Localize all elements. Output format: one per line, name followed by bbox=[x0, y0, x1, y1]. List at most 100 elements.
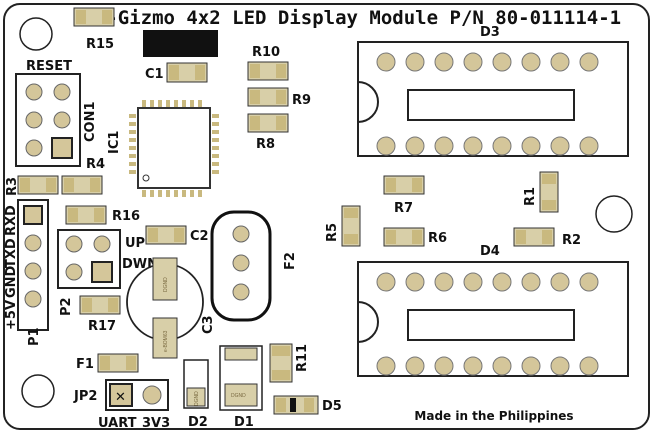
jp2-label: JP2 bbox=[73, 389, 97, 404]
c3-label: C3 bbox=[201, 315, 216, 334]
r4-pad bbox=[64, 178, 74, 192]
f1-pad bbox=[126, 356, 136, 370]
ic1-pins bbox=[129, 100, 219, 197]
f1-label: F1 bbox=[76, 357, 94, 372]
d2-label: D2 bbox=[188, 415, 208, 430]
f2-outline bbox=[210, 210, 272, 322]
f1-pad bbox=[100, 356, 110, 370]
mounting-hole bbox=[595, 195, 633, 233]
jp2-outline bbox=[105, 379, 169, 411]
ic1-label: IC1 bbox=[107, 131, 122, 154]
r15-pad bbox=[102, 10, 112, 24]
con1-pad bbox=[25, 111, 43, 129]
reset-label: RESET bbox=[26, 59, 72, 74]
d2-pad-text: DGND bbox=[194, 391, 200, 406]
d5-label: D5 bbox=[322, 399, 342, 414]
con1-pad bbox=[25, 83, 43, 101]
d4-notch bbox=[357, 301, 379, 343]
r5-pad bbox=[344, 208, 358, 218]
p1-pad bbox=[24, 262, 42, 280]
d1-pad-text: DGND bbox=[231, 393, 246, 399]
r17-pad bbox=[82, 298, 92, 312]
uart-label: UART bbox=[98, 416, 137, 431]
r2-pad bbox=[516, 230, 526, 244]
r11-pad bbox=[272, 346, 290, 356]
p1-gnd-label: GND bbox=[4, 265, 19, 298]
c1-pad bbox=[169, 65, 179, 80]
r17-label: R17 bbox=[88, 319, 116, 334]
p1-pad-square bbox=[23, 205, 43, 225]
ic1-pin1-mark bbox=[142, 174, 150, 182]
con1-outline bbox=[15, 73, 81, 167]
p1-rxd-label: RXD bbox=[4, 205, 19, 236]
d2-pad bbox=[186, 387, 206, 407]
d5-pad bbox=[304, 398, 314, 412]
p1-pad bbox=[24, 290, 42, 308]
c2-pad bbox=[174, 228, 184, 242]
c3-pad bbox=[152, 317, 178, 359]
jp2-x-mark: ✕ bbox=[115, 390, 126, 405]
f2-pad bbox=[232, 254, 250, 272]
p1-txd-label: TXD bbox=[4, 238, 19, 268]
d4-label: D4 bbox=[480, 244, 500, 259]
r8-pad bbox=[276, 116, 286, 130]
r1-pad bbox=[542, 200, 556, 210]
r7-pad bbox=[386, 178, 396, 192]
c3-pad-text: DGND bbox=[163, 277, 169, 292]
c3-pad bbox=[152, 257, 178, 301]
r16-label: R16 bbox=[112, 209, 140, 224]
crystal-body bbox=[143, 30, 218, 57]
p2-outline bbox=[57, 229, 121, 289]
r15-pad bbox=[76, 10, 86, 24]
c1-label: C1 bbox=[145, 67, 164, 82]
r3-label: R3 bbox=[5, 177, 20, 196]
board-outline bbox=[3, 3, 650, 430]
r4-label: R4 bbox=[86, 157, 105, 172]
d5-cathode-mark bbox=[290, 398, 296, 412]
p1-label: P1 bbox=[27, 327, 42, 346]
d5-pad bbox=[276, 398, 286, 412]
r5-label: R5 bbox=[325, 223, 340, 242]
c2-label: C2 bbox=[190, 229, 209, 244]
p1-pad bbox=[24, 234, 42, 252]
r3-pad bbox=[20, 178, 30, 192]
r10-pad bbox=[276, 64, 286, 78]
r5-pad bbox=[344, 234, 358, 244]
d2-outline bbox=[183, 359, 209, 409]
d4-pins bbox=[376, 272, 599, 376]
r4-pad bbox=[90, 178, 100, 192]
r16-pad bbox=[94, 208, 104, 222]
d1-outline bbox=[219, 345, 263, 411]
r3-pad bbox=[46, 178, 56, 192]
c1-pad bbox=[195, 65, 205, 80]
mounting-hole bbox=[21, 374, 55, 408]
con1-pad bbox=[25, 139, 43, 157]
jp2-pad bbox=[142, 385, 162, 405]
r2-label: R2 bbox=[562, 233, 581, 248]
mounting-hole bbox=[19, 17, 53, 51]
v33-label: 3V3 bbox=[142, 416, 170, 431]
r7-label: R7 bbox=[394, 201, 413, 216]
p2-label: P2 bbox=[59, 297, 74, 316]
f2-pad bbox=[232, 283, 250, 301]
con1-label: CON1 bbox=[83, 101, 98, 142]
p2-pad-square bbox=[91, 261, 113, 283]
r1-pad bbox=[542, 174, 556, 184]
r10-pad bbox=[250, 64, 260, 78]
p2-pad bbox=[65, 263, 83, 281]
jp2-pad-square bbox=[109, 383, 133, 407]
d4-outline bbox=[357, 261, 629, 377]
con1-pad-square bbox=[51, 137, 73, 159]
r8-label: R8 bbox=[256, 137, 275, 152]
footer-text: Made in the Philippines bbox=[414, 409, 573, 423]
d1-label: D1 bbox=[234, 415, 254, 430]
r11-label: R11 bbox=[295, 344, 310, 372]
d4-window bbox=[407, 309, 575, 341]
r11-pad bbox=[272, 370, 290, 380]
r9-pad bbox=[276, 90, 286, 104]
d3-outline bbox=[357, 41, 629, 157]
r10-label: R10 bbox=[252, 45, 280, 60]
d1-pad bbox=[224, 383, 258, 407]
